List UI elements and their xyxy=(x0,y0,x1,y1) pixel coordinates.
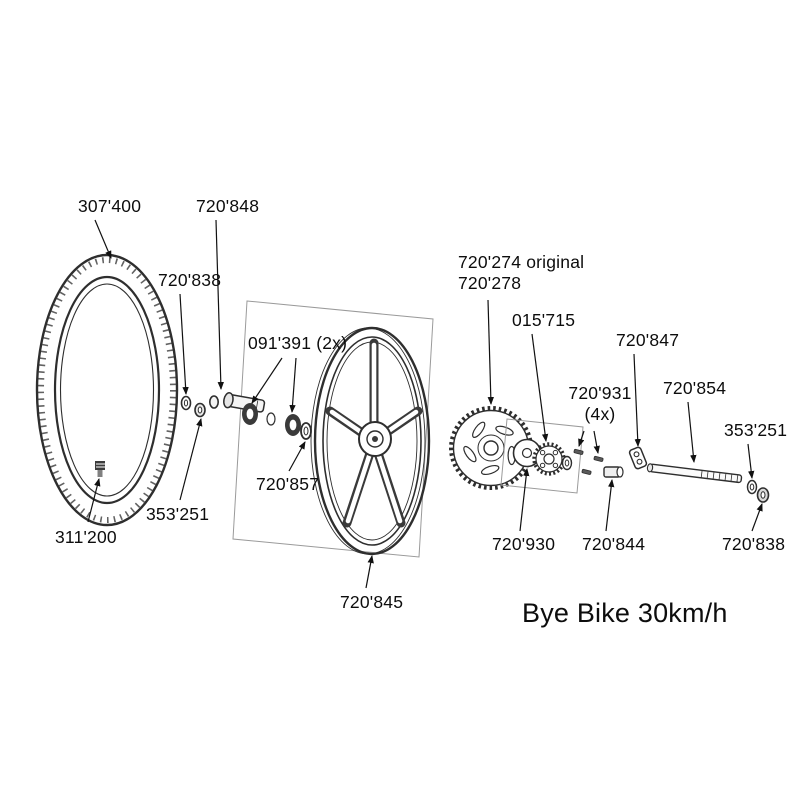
arrow-311200 xyxy=(87,478,101,523)
arrow-353251-left xyxy=(179,418,203,501)
bearing-drawings xyxy=(242,403,301,436)
tire-drawing xyxy=(35,253,179,527)
part-label-311200: 311'200 xyxy=(55,527,117,547)
screws-drawing xyxy=(573,448,604,475)
part-label-720838-right: 720'838 xyxy=(722,534,786,554)
part-label-720274-720278: 720'274 original 720'278 xyxy=(458,252,585,293)
wheel-drawing xyxy=(310,326,431,556)
right-washer-nut-drawing xyxy=(746,479,770,503)
part-label-353251-right: 353'251 xyxy=(724,420,788,440)
arrow-307400 xyxy=(94,219,112,259)
arrow-720838-left xyxy=(179,293,189,395)
arrow-720274 xyxy=(487,299,494,405)
arrow-091391-b xyxy=(289,357,297,413)
part-label-720857: 720'857 xyxy=(256,474,320,494)
part-label-720845: 720'845 xyxy=(340,592,404,612)
arrow-720854 xyxy=(687,401,697,463)
arrow-720847 xyxy=(633,353,641,447)
spacer-drawing xyxy=(300,422,312,440)
arrow-353251-right xyxy=(747,443,755,479)
arrow-091391-a xyxy=(251,357,283,404)
part-label-720838-left: 720'838 xyxy=(158,270,222,290)
part-label-720848: 720'848 xyxy=(196,196,260,216)
arrow-015715 xyxy=(531,333,549,442)
arrow-720844 xyxy=(605,479,615,532)
arrow-720848 xyxy=(215,219,224,390)
arrow-720838-right xyxy=(751,503,763,532)
part-label-353251-left: 353'251 xyxy=(146,504,210,524)
arrow-720857 xyxy=(288,441,306,472)
arrow-720845 xyxy=(365,555,374,589)
part-label-720931: 720'931 (4x) xyxy=(568,383,632,424)
part-label-015715: 015'715 xyxy=(512,310,576,330)
small-parts-box-outline xyxy=(500,418,584,494)
arrow-720931-b xyxy=(593,430,600,454)
part-label-720847: 720'847 xyxy=(616,330,680,350)
sprocket-drawing xyxy=(449,406,533,490)
left-washer-nut-drawing xyxy=(180,395,220,418)
part-label-720854: 720'854 xyxy=(663,378,727,398)
adjuster-drawing xyxy=(628,446,648,470)
axle-drawing xyxy=(646,463,743,484)
small-washer-drawing xyxy=(561,455,573,471)
part-label-091391: 091'391 (2x) xyxy=(248,333,348,353)
leader-arrows xyxy=(87,219,763,589)
arrow-720931-a xyxy=(578,430,585,447)
diagram-title: Bye Bike 30km/h xyxy=(522,598,728,628)
bushing-drawing xyxy=(603,466,624,478)
part-label-720844: 720'844 xyxy=(582,534,646,554)
part-label-720930: 720'930 xyxy=(492,534,556,554)
hub-parts-box-outline xyxy=(232,300,434,558)
arrow-720930 xyxy=(519,468,530,532)
part-label-307400: 307'400 xyxy=(78,196,142,216)
valve-drawing xyxy=(95,461,105,477)
